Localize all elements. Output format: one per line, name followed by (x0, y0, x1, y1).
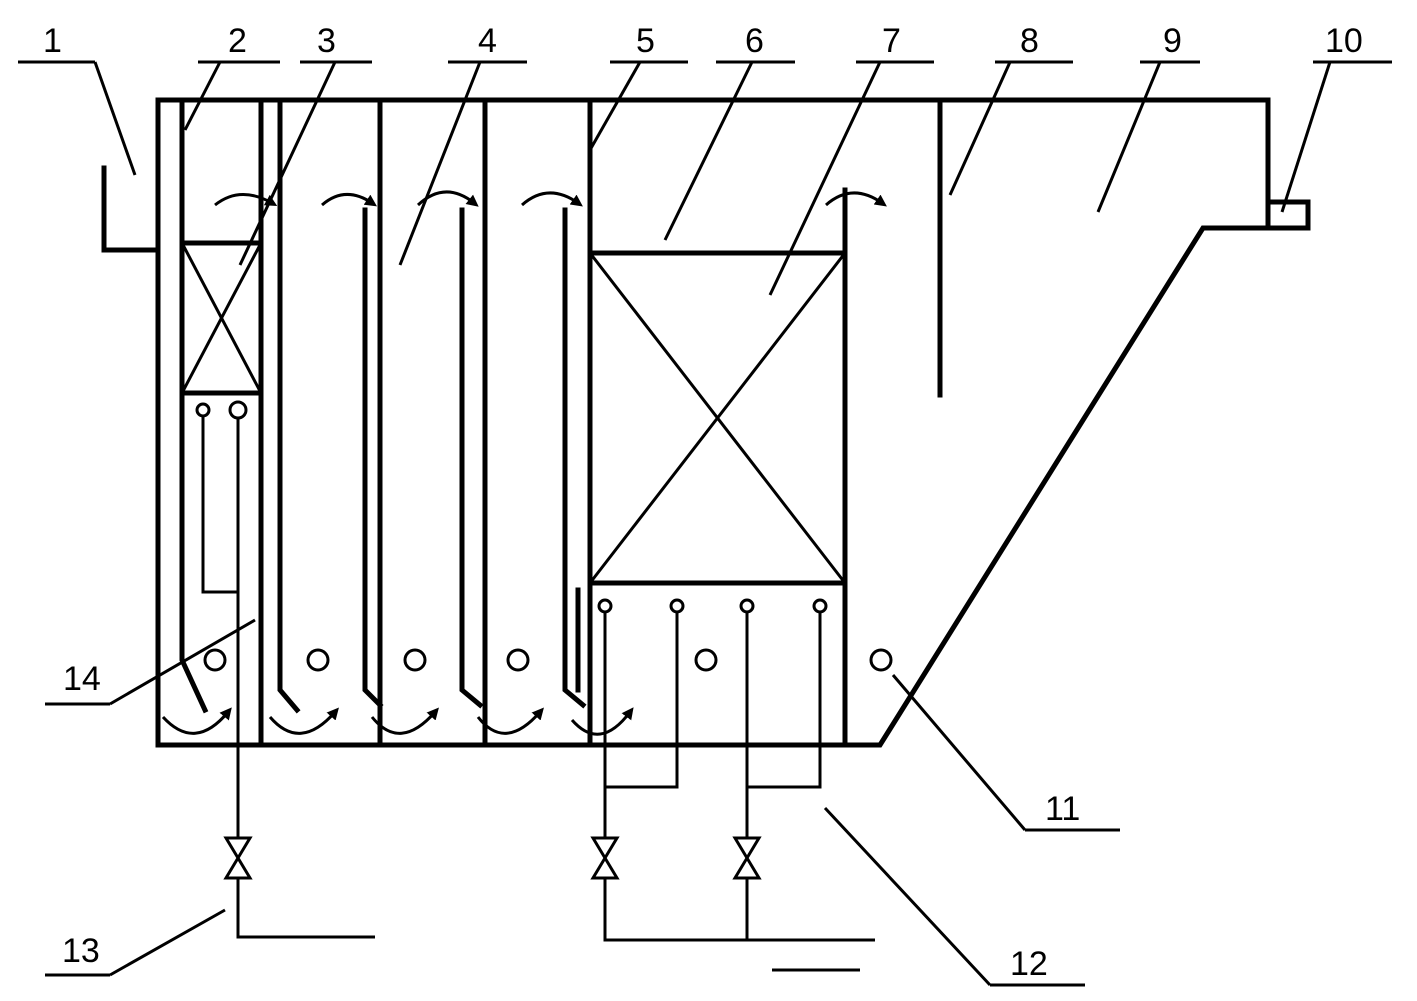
valve-icon[interactable] (590, 836, 620, 880)
tank-outline (155, 97, 1311, 748)
leader-lines (18, 60, 1392, 987)
left-pipe-system (195, 400, 375, 939)
valve-icon[interactable] (223, 836, 253, 880)
label-12: 12 (1010, 945, 1048, 983)
label-4: 4 (478, 22, 497, 60)
inlet-pipe (101, 165, 161, 253)
label-9: 9 (1163, 22, 1182, 60)
label-1: 1 (43, 22, 62, 60)
flow-arrows (161, 190, 887, 736)
label-2: 2 (228, 22, 247, 60)
packing-small (179, 240, 264, 396)
aeration-circles (203, 648, 893, 672)
outlet-box (1265, 199, 1311, 231)
label-6: 6 (745, 22, 764, 60)
label-8: 8 (1020, 22, 1039, 60)
number-labels: 1 2 3 4 5 6 7 8 9 10 14 11 13 12 (43, 22, 1363, 983)
label-7: 7 (882, 22, 901, 60)
label-3: 3 (317, 22, 336, 60)
label-10: 10 (1325, 22, 1363, 60)
label-5: 5 (636, 22, 655, 60)
right-pipe-system (590, 598, 875, 972)
label-14: 14 (63, 660, 101, 698)
label-13: 13 (62, 932, 100, 970)
packing-large (587, 250, 848, 586)
label-11: 11 (1045, 790, 1080, 828)
valve-icon[interactable] (732, 836, 762, 880)
